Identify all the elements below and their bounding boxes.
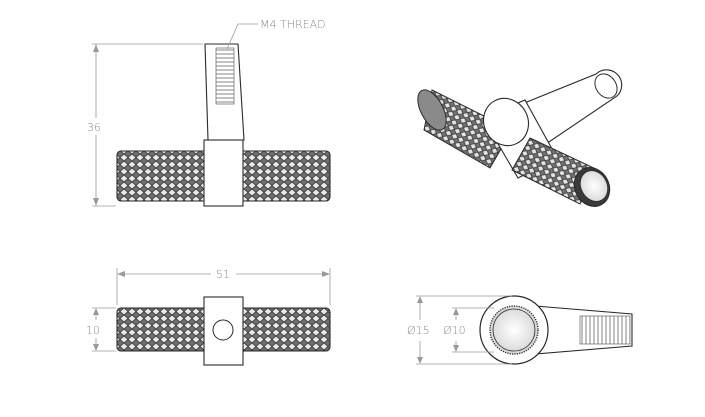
thread-note: M4 THREAD: [260, 18, 326, 31]
side-thread: [579, 315, 631, 345]
dim-dia-10: Ø10: [443, 324, 466, 337]
front-collar: [203, 139, 244, 207]
dim-height-36: 36: [87, 121, 101, 134]
dim-width-51: 51: [216, 268, 230, 281]
dim-dia-15: Ø15: [407, 324, 430, 337]
iso-stem-end: [594, 73, 618, 99]
thread-leader: [226, 23, 258, 50]
isometric-view: [417, 69, 623, 207]
side-view: Ø15 Ø10: [407, 295, 633, 365]
dim-height-10: 10: [86, 324, 100, 337]
front-view: M4 THREAD 36: [87, 18, 331, 207]
top-hole: [212, 319, 234, 341]
side-bar-face: [492, 308, 536, 352]
top-view: 51 10: [86, 268, 331, 366]
iso-bar-end-face: [579, 170, 609, 202]
front-thread: [215, 47, 235, 105]
